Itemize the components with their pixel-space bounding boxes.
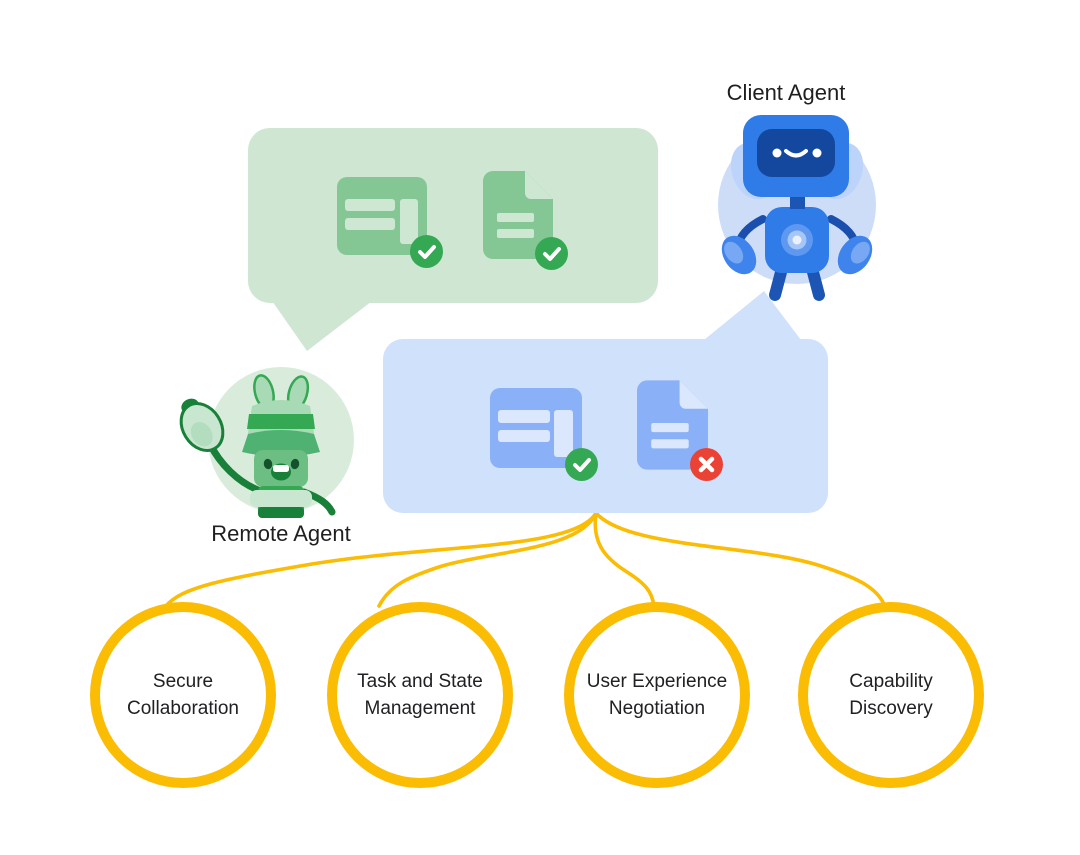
capability-label-line: Task and State [357, 671, 483, 692]
remote-agent-label: Remote Agent [211, 521, 351, 546]
capability-label: Capability Discovery [849, 668, 932, 722]
table-row-bar [498, 410, 550, 424]
connector-curve-capability-discovery [594, 511, 886, 606]
document-icon [637, 380, 723, 481]
capability-label-line: Discovery [849, 698, 933, 719]
client-agent-avatar [718, 115, 876, 301]
cross-badge-icon [690, 448, 723, 481]
capability-label-line: Capability [849, 671, 933, 692]
table-row-bar [498, 429, 550, 443]
blue-bubble-tail [699, 291, 804, 344]
check-badge-icon [410, 235, 443, 268]
capability-label-line: Management [364, 698, 476, 719]
connector-curve-secure-collaboration [164, 511, 598, 608]
capability-circle-user-experience-negotiation: User Experience Negotiation [564, 602, 750, 788]
layout-table-icon [490, 388, 598, 481]
client-agent-label: Client Agent [726, 80, 846, 105]
document-icon [483, 171, 568, 270]
remote-agent-avatar [179, 367, 354, 518]
capability-label: User Experience Negotiation [587, 668, 727, 722]
table-row-bar [345, 217, 396, 231]
capability-label-line: User Experience [586, 671, 728, 692]
table-column-bar [400, 198, 418, 245]
capability-circle-secure-collaboration: Secure Collaboration [90, 602, 276, 788]
remote-agent-speech-bubble [248, 128, 658, 303]
capability-label: Secure Collaboration [127, 668, 239, 722]
check-badge-icon [535, 237, 568, 270]
capability-label-line: Secure [152, 671, 214, 692]
layout-table-icon [337, 177, 443, 268]
green-bubble-tail [270, 298, 376, 351]
capability-circle-task-state-management: Task and State Management [327, 602, 513, 788]
client-agent-speech-bubble [383, 339, 828, 513]
table-column-bar [554, 410, 573, 457]
capability-label-line: Collaboration [127, 698, 239, 719]
check-badge-icon [565, 448, 598, 481]
capability-label-line: Negotiation [608, 698, 706, 719]
connector-curve-ux-negotiation [593, 511, 656, 608]
capability-circle-capability-discovery: Capability Discovery [798, 602, 984, 788]
table-row-bar [345, 198, 396, 212]
connector-curve-task-state [377, 511, 598, 608]
capability-label: Task and State Management [357, 668, 483, 722]
